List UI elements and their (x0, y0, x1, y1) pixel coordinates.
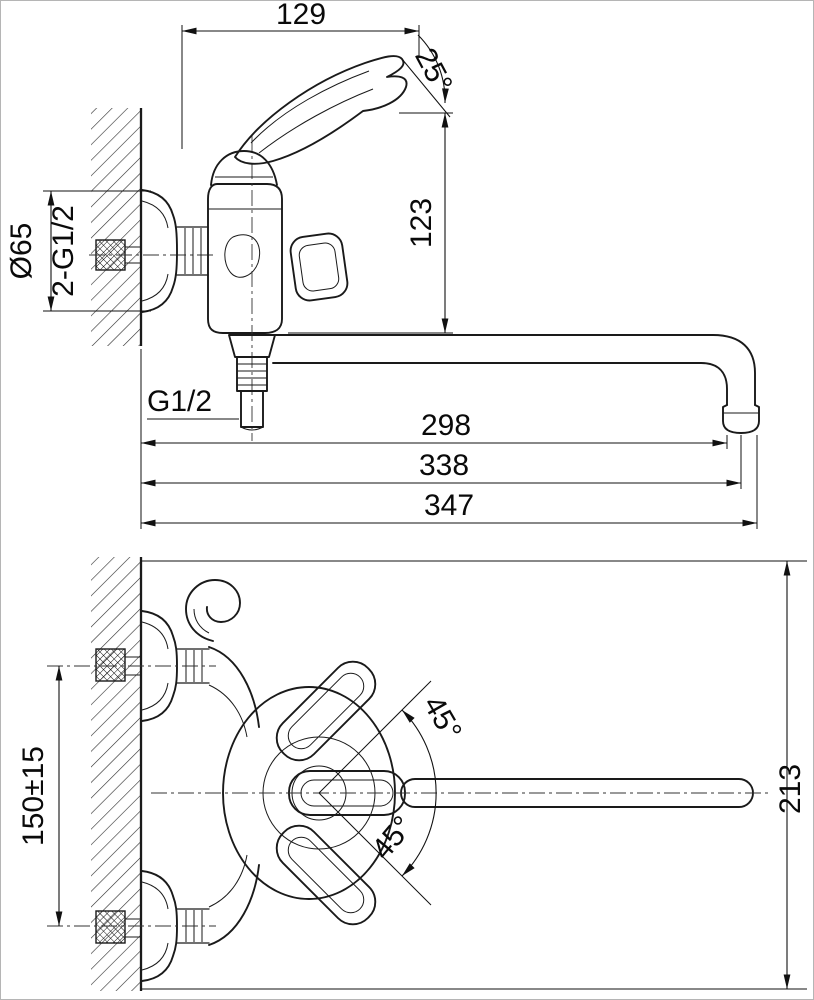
handle-contour (250, 70, 370, 144)
body-recess (224, 234, 260, 278)
dim-347-label: 347 (424, 489, 474, 522)
wall-hatch (91, 108, 141, 346)
escutcheon-ring (141, 942, 169, 971)
handle-slot (287, 672, 365, 750)
swing-arc (401, 709, 437, 877)
escutcheon-side (141, 189, 209, 313)
diverter-cap-inner (298, 242, 340, 292)
spout-side (272, 334, 760, 434)
radial-line-upper (318, 680, 432, 794)
radial-line-lower (318, 792, 432, 906)
dim-dia65-label: Ø65 (5, 223, 38, 280)
dim-dia65: Ø65 2-G1/2 (5, 190, 151, 312)
outlet-tube-end (240, 426, 264, 431)
escutcheon-ring (141, 881, 169, 910)
dim-45-upper-label: 45° (417, 690, 468, 746)
upper-escutcheon (95, 610, 260, 738)
escutcheon-ring (141, 621, 169, 650)
dim-25deg: 25° (401, 34, 459, 118)
angle-arc (417, 34, 449, 104)
lever-handle-side (210, 55, 408, 186)
plan-view: 45° 45° 150±15 213 (17, 557, 807, 991)
body-connector-outer (208, 864, 260, 946)
dim-298-338-347: 298 338 347 (140, 349, 758, 529)
spout-elbow-inner (700, 362, 728, 406)
dim-298-label: 298 (421, 409, 471, 442)
dim-129-label: 129 (276, 1, 326, 31)
dim-45-lower-label: 45° (365, 810, 419, 866)
outlet-tube (240, 390, 264, 428)
dim-338-label: 338 (419, 449, 469, 482)
mixer-body-side (207, 136, 349, 441)
escutcheon-ring (141, 273, 169, 302)
hook-outline (185, 579, 241, 642)
dim-129: 129 (181, 1, 420, 149)
dim-25-label: 25° (408, 43, 458, 99)
handle-lower-45 (275, 824, 377, 926)
dim-213: 213 (141, 560, 807, 990)
handle-lever-outline (234, 55, 408, 165)
side-view: 129 25° 123 Ø65 2-G1/2 G1/2 (5, 1, 760, 529)
angle-ext-line (401, 58, 451, 118)
escutcheon-outline (141, 189, 178, 313)
thread-2g12-label: 2-G1/2 (47, 205, 80, 297)
dim-123-label: 123 (405, 198, 438, 248)
handle-outline (275, 824, 377, 926)
thread-block (95, 648, 126, 682)
handle-contour (258, 88, 374, 154)
handle-upper-45 (275, 660, 377, 762)
diverter-cap (289, 232, 349, 302)
body-connector-outer (208, 646, 260, 728)
hook-contour (193, 608, 210, 634)
label-g12: G1/2 (147, 385, 239, 420)
spout-plan (151, 778, 771, 808)
thread-g12-label: G1/2 (147, 385, 212, 418)
handle-outline (275, 660, 377, 762)
body-connector-inner (208, 684, 248, 738)
spout-aerator (722, 404, 760, 434)
dim-150: 150±15 (17, 665, 216, 927)
dim-123: 123 (288, 112, 453, 334)
swivel-flange (228, 334, 276, 358)
dim-150-label: 150±15 (17, 746, 50, 846)
shower-hook (185, 579, 241, 642)
thread-block (95, 910, 126, 944)
spout-elbow-outer (712, 334, 756, 406)
handle-dome (210, 150, 278, 186)
wall-connector-side (89, 239, 213, 271)
shower-connection-side (228, 334, 276, 431)
diverter-cap-outline (289, 232, 349, 302)
escutcheon-ring (141, 682, 169, 711)
dim-213-label: 213 (774, 764, 807, 814)
body-outline (207, 183, 283, 334)
wall-section-side (91, 108, 143, 346)
handle-slot (287, 836, 365, 914)
escutcheon-ring (141, 200, 169, 229)
body-connector-inner (208, 854, 248, 908)
